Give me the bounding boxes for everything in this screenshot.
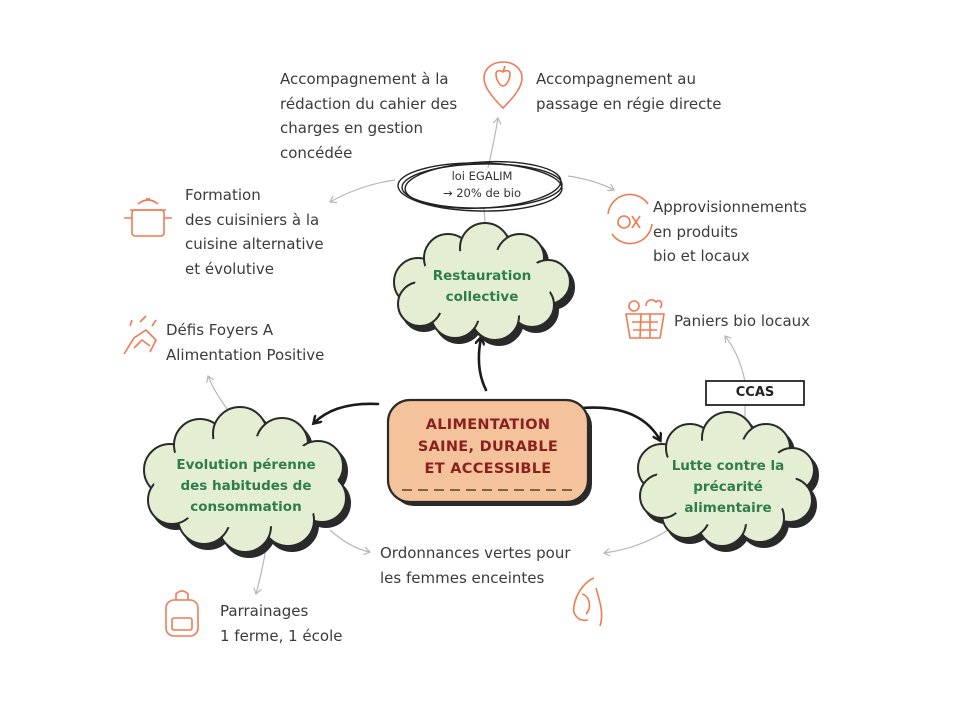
item-approvisionnements: Approvisionnements en produits bio et lo… — [653, 198, 807, 265]
egalim-ellipse — [397, 160, 563, 212]
item-cahier-charges: Accompagnement à la rédaction du cahier … — [280, 70, 458, 162]
cloud-label-evolution: Evolution pérenne des habitudes de conso… — [176, 457, 316, 515]
cooking-pot-icon — [124, 198, 172, 237]
ccas-label: CCAS — [735, 385, 775, 400]
cloud-evolution — [143, 406, 351, 558]
item-parrainages: Parrainages 1 ferme, 1 école — [220, 602, 343, 645]
arrow-to-restauration — [479, 338, 488, 392]
arrow-to-lutte — [580, 406, 660, 440]
handshake-icon — [123, 315, 157, 355]
item-formation: Formation des cuisiniers à la cuisine al… — [185, 186, 324, 278]
connector-to-ordonnances-right — [604, 529, 669, 553]
item-paniers: Paniers bio locaux — [674, 312, 811, 330]
connector-to-cahier — [487, 118, 498, 169]
connector-to-paniers — [725, 336, 746, 383]
connector-to-ordonnances-left — [329, 529, 370, 552]
pregnant-woman-icon — [572, 577, 603, 627]
cloud-label-restauration: Restauration collective — [432, 268, 532, 305]
connector-to-formation — [330, 179, 396, 202]
item-regie-directe: Accompagnement au passage en régie direc… — [536, 70, 722, 113]
apple-pin-icon — [483, 61, 523, 110]
ccas-box — [705, 380, 805, 406]
item-ordonnances: Ordonnances vertes pour les femmes encei… — [380, 544, 571, 587]
cloud-restauration — [393, 222, 575, 346]
backpack-icon — [165, 590, 199, 637]
cloud-lutte — [637, 411, 819, 552]
center-box — [386, 398, 592, 506]
produce-cycle-icon — [607, 193, 653, 245]
connector-to-appro — [567, 175, 614, 190]
cloud-label-lutte: Lutte contre la précarité alimentaire — [671, 458, 785, 516]
item-defis: Défis Foyers A Alimentation Positive — [166, 321, 325, 364]
center-label: ALIMENTATION SAINE, DURABLE ET ACCESSIBL… — [417, 417, 559, 477]
egalim-label: loi EGALIM → 20% de bio — [442, 169, 522, 200]
arrow-to-evolution — [314, 402, 380, 423]
produce-basket-icon — [625, 299, 665, 339]
